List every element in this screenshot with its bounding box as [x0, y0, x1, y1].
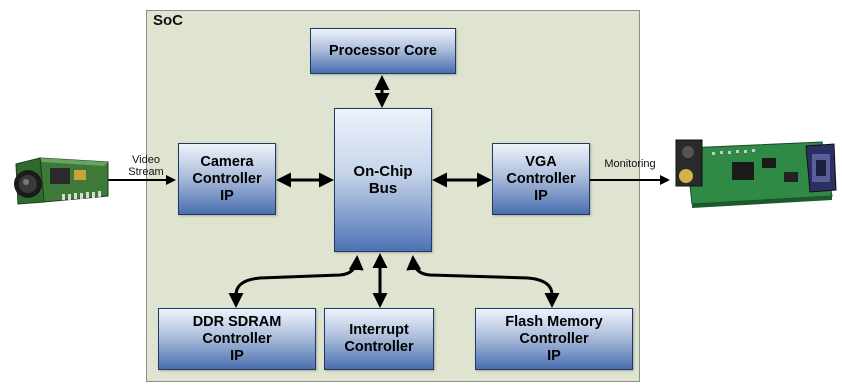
- on-chip-bus-label: On-Chip Bus: [353, 163, 413, 197]
- camera-controller-label: Camera Controller IP: [192, 153, 262, 204]
- camera-module-icon: [14, 157, 109, 205]
- interrupt-controller-label: Interrupt Controller: [344, 322, 414, 355]
- processor-core-label: Processor Core: [329, 42, 437, 59]
- video-stream-label: Video Stream: [128, 154, 164, 178]
- soc-title: SoC: [153, 12, 183, 29]
- ddr-bus-arrow: [228, 255, 364, 308]
- vga-controller-label: VGA Controller IP: [506, 153, 576, 204]
- ddr-sdram-controller-label: DDR SDRAM Controller IP: [192, 313, 282, 364]
- on-chip-bus-block: On-Chip Bus: [334, 108, 432, 252]
- processor-core-block: Processor Core: [310, 28, 456, 74]
- monitoring-label: Monitoring: [604, 158, 656, 170]
- vga-controller-block: VGA Controller IP: [492, 143, 590, 215]
- camera-controller-block: Camera Controller IP: [178, 143, 276, 215]
- ddr-sdram-controller-block: DDR SDRAM Controller IP: [158, 308, 316, 370]
- vga-board-icon: [675, 139, 837, 208]
- flash-memory-controller-block: Flash Memory Controller IP: [475, 308, 633, 370]
- interrupt-controller-block: Interrupt Controller: [324, 308, 434, 370]
- flash-bus-arrow: [406, 255, 560, 308]
- flash-memory-controller-label: Flash Memory Controller IP: [505, 313, 603, 364]
